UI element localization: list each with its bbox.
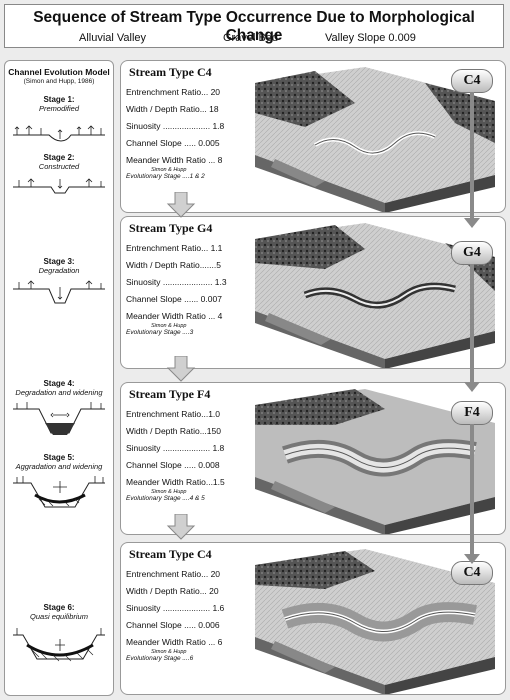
stream-type-title: Stream Type C4: [129, 547, 212, 561]
entrenchment-ratio: Entrenchment Ratio... 1.1: [126, 243, 223, 253]
sinuosity: Sinuosity ..................... 1.3: [126, 277, 227, 287]
channel-slope: Channel Slope ..... 0.005: [126, 138, 220, 148]
stage-5-desc: Aggradation and widening: [15, 462, 103, 471]
stage-6-title: Stage 6:: [43, 603, 75, 612]
stage-6: Stage 6: Quasi equilibrium: [5, 603, 113, 621]
sinuosity: Sinuosity .................... 1.8: [126, 443, 225, 453]
stream-type-badge: G4: [451, 241, 493, 265]
meander-width-ratio: Meander Width Ratio ... 6: [126, 637, 223, 647]
stage-4-desc: Degradation and widening: [15, 388, 103, 397]
stream-type-title: Stream Type G4: [129, 221, 213, 235]
stage-3: Stage 3: Degradation: [5, 257, 113, 275]
credit-label: Simon & Hupp: [151, 167, 187, 173]
sequence-arrow-head-icon: [464, 382, 480, 392]
cem-title: Channel Evolution Model: [8, 67, 110, 77]
width-depth-ratio: Width / Depth Ratio... 18: [126, 104, 219, 114]
valley-type-label: Alluvial Valley: [79, 32, 147, 44]
stream-type-stats-2: Stream Type G4 Entrenchment Ratio... 1.1…: [125, 221, 245, 363]
stream-type-stats-1: Stream Type C4 Entrenchment Ratio... 20 …: [125, 65, 245, 207]
sinuosity: Sinuosity .................... 1.8: [126, 121, 225, 131]
stream-type-title: Stream Type C4: [129, 65, 212, 79]
stage-1-cross-section: [13, 125, 105, 142]
entrenchment-ratio: Entrenchment Ratio...1.0: [126, 409, 221, 419]
stage-2-cross-section: [13, 178, 105, 194]
valley-slope-label: Valley Slope 0.009: [325, 32, 416, 44]
stream-type-stats-4: Stream Type C4 Entrenchment Ratio... 20 …: [125, 547, 245, 689]
meander-width-ratio: Meander Width Ratio ... 4: [126, 311, 223, 321]
width-depth-ratio: Width / Depth Ratio...150: [126, 426, 221, 436]
stream-type-stats-3: Stream Type F4 Entrenchment Ratio...1.0 …: [125, 387, 245, 529]
sinuosity: Sinuosity .................... 1.6: [126, 603, 225, 613]
stage-4-title: Stage 4:: [43, 379, 75, 388]
stage-1-title: Stage 1:: [43, 95, 75, 104]
meander-width-ratio: Meander Width Ratio ... 8: [126, 155, 223, 165]
channel-slope: Channel Slope ...... 0.007: [126, 294, 222, 304]
down-arrow-icon: [166, 514, 196, 540]
credit-label: Simon & Hupp: [151, 489, 187, 495]
terrain-block-3: [255, 389, 495, 534]
stage-5: Stage 5: Aggradation and widening: [5, 453, 113, 471]
width-depth-ratio: Width / Depth Ratio.......5: [126, 260, 221, 270]
stream-type-panel-4: Stream Type C4 Entrenchment Ratio... 20 …: [120, 542, 506, 695]
stage-6-cross-section: [13, 628, 105, 662]
cem-source: (Simon and Hupp, 1986): [23, 78, 95, 85]
down-arrow-icon: [166, 356, 196, 382]
stream-type-title: Stream Type F4: [129, 387, 211, 401]
channel-slope: Channel Slope ..... 0.008: [126, 460, 220, 470]
entrenchment-ratio: Entrenchment Ratio... 20: [126, 569, 221, 579]
stage-3-desc: Degradation: [38, 266, 80, 275]
entrenchment-ratio: Entrenchment Ratio... 20: [126, 87, 221, 97]
sequence-arrow-line: [470, 92, 474, 220]
stream-type-badge: C4: [451, 561, 493, 585]
channel-slope: Channel Slope ..... 0.006: [126, 620, 220, 630]
evolutionary-stage: Evolutionary Stage ....3: [126, 329, 194, 336]
stream-type-panel-1: Stream Type C4 Entrenchment Ratio... 20 …: [120, 60, 506, 213]
stage-1-desc: Premodified: [38, 104, 80, 113]
stage-5-cross-section: [13, 476, 105, 508]
bed-type-label: Gravel Bed: [223, 32, 279, 44]
sequence-arrow-head-icon: [464, 218, 480, 228]
stage-2-title: Stage 2:: [43, 153, 75, 162]
stage-2: Stage 2: Constructed: [5, 153, 113, 171]
stream-type-panel-2: Stream Type G4 Entrenchment Ratio... 1.1…: [120, 216, 506, 369]
header-box: Sequence of Stream Type Occurrence Due t…: [4, 4, 504, 48]
stage-6-desc: Quasi equilibrium: [30, 612, 88, 621]
sequence-arrow-head-icon: [464, 554, 480, 564]
evolutionary-stage: Evolutionary Stage ....6: [126, 655, 194, 662]
stage-3-title: Stage 3:: [43, 257, 75, 266]
stage-1: Stage 1: Premodified: [5, 95, 113, 113]
stage-5-title: Stage 5:: [43, 453, 75, 462]
page-title: Sequence of Stream Type Occurrence Due t…: [33, 9, 475, 44]
terrain-block-1: [255, 67, 495, 212]
terrain-block-4: [255, 549, 495, 694]
stream-type-badge: F4: [451, 401, 493, 425]
width-depth-ratio: Width / Depth Ratio... 20: [126, 586, 219, 596]
credit-label: Simon & Hupp: [151, 323, 187, 329]
sequence-arrow-line: [470, 264, 474, 384]
credit-label: Simon & Hupp: [151, 649, 187, 655]
stage-2-desc: Constructed: [38, 162, 80, 171]
sequence-arrow-line: [470, 424, 474, 556]
stage-3-cross-section: [13, 280, 105, 304]
evolutionary-stage: Evolutionary Stage ....4 & 5: [126, 495, 205, 502]
stream-type-badge: C4: [451, 69, 493, 93]
stage-4: Stage 4: Degradation and widening: [5, 379, 113, 397]
stage-4-cross-section: [13, 402, 105, 435]
channel-evolution-model-column: Channel Evolution Model (Simon and Hupp,…: [4, 60, 114, 696]
meander-width-ratio: Meander Width Ratio...1.5: [126, 477, 225, 487]
down-arrow-icon: [166, 192, 196, 218]
stream-type-panel-3: Stream Type F4 Entrenchment Ratio...1.0 …: [120, 382, 506, 535]
evolutionary-stage: Evolutionary Stage ....1 & 2: [126, 173, 205, 180]
